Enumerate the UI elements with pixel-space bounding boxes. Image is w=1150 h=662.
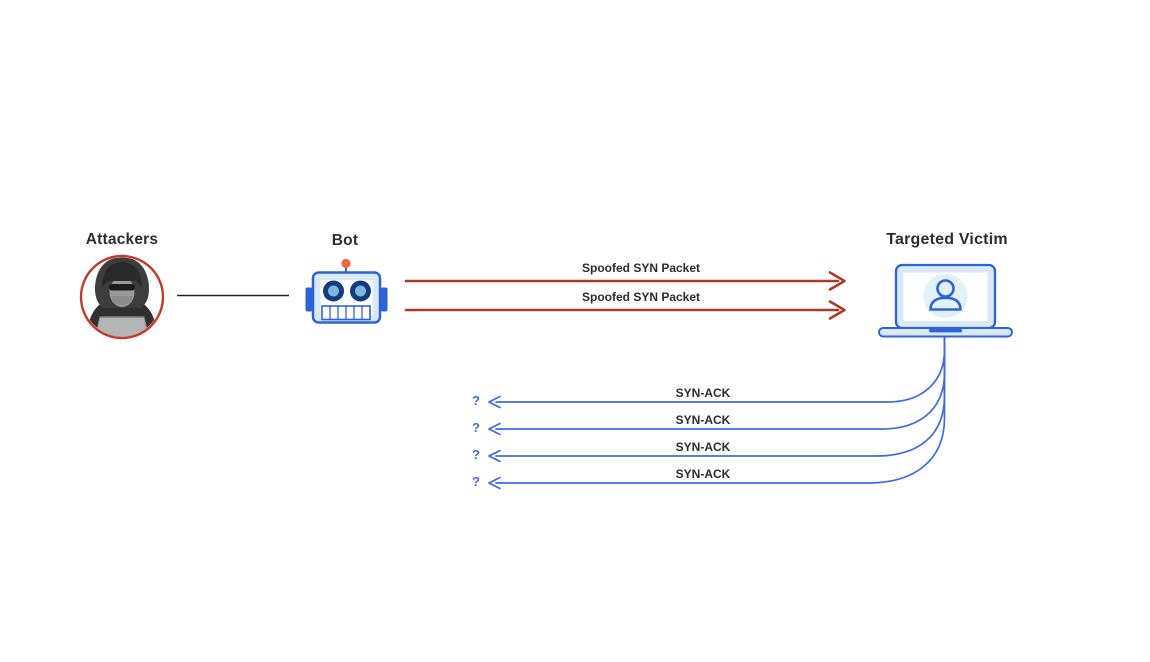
arrow-right-icon — [828, 271, 846, 291]
question-marker-4: ? — [472, 474, 480, 489]
question-marker-3: ? — [472, 447, 480, 462]
robot-head-icon — [305, 258, 388, 324]
arrow-left-icon — [488, 449, 501, 463]
spoofed-syn-arrow-1 — [404, 271, 846, 291]
arrow-right-icon — [828, 300, 846, 320]
syn-ack-label-2: SYN-ACK — [675, 413, 731, 427]
syn-ack-label-3: SYN-ACK — [675, 440, 731, 454]
arrow-left-icon — [488, 422, 501, 436]
question-marker-1: ? — [472, 393, 480, 408]
question-marker-2: ? — [472, 420, 480, 435]
spoofed-syn-label-2: Spoofed SYN Packet — [581, 290, 701, 304]
laptop-user-icon — [878, 263, 1013, 338]
spoofed-syn-arrow-2 — [404, 300, 846, 320]
syn-ack-arrow-4 — [488, 336, 946, 490]
user-avatar-icon — [929, 279, 962, 311]
bot-mouth — [321, 305, 371, 321]
syn-ack-label-4: SYN-ACK — [675, 467, 731, 481]
arrow-left-icon — [488, 395, 501, 409]
victim-node-label: Targeted Victim — [886, 231, 1008, 248]
hooded-hacker-avatar-icon — [79, 254, 165, 340]
arrow-left-icon — [488, 476, 501, 490]
spoofed-syn-label-1: Spoofed SYN Packet — [581, 261, 701, 275]
bot-node-label: Bot — [331, 232, 359, 249]
syn-ack-label-1: SYN-ACK — [675, 386, 731, 400]
attackers-node-label: Attackers — [85, 231, 159, 248]
